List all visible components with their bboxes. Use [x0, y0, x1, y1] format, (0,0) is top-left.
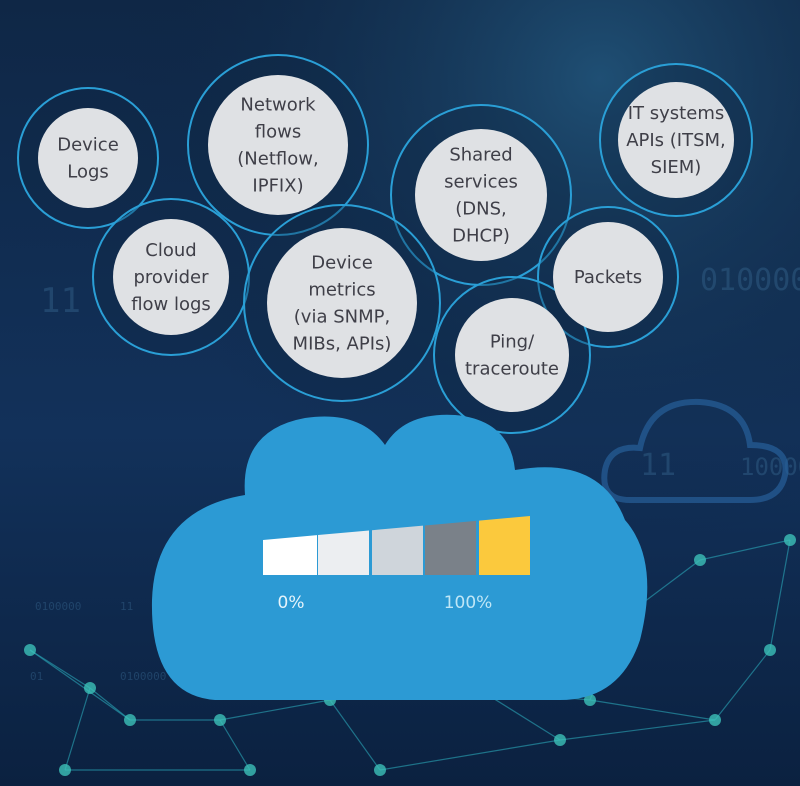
network-node	[709, 714, 721, 726]
network-link	[699, 539, 791, 561]
ping-traceroute-circle	[455, 298, 569, 412]
bubble-shared-services: Shared services (DNS, DHCP)	[415, 129, 547, 261]
device-logs-label-line: Logs	[67, 162, 109, 183]
scale-min-label: 0%	[278, 593, 305, 613]
binary-text: 0100000	[120, 670, 166, 683]
device-metrics-label-line: MIBs, APIs)	[293, 334, 392, 355]
device-metrics-label-line: (via SNMP,	[294, 307, 390, 328]
binary-text: 11	[120, 600, 133, 613]
network-node	[554, 734, 566, 746]
binary-text: 100000	[740, 453, 800, 481]
background-cloud-icon	[601, 398, 789, 503]
bubbles: DeviceLogsNetworkflows(Netflow,IPFIX)Sha…	[38, 75, 734, 412]
network-node	[24, 644, 36, 656]
network-link	[559, 719, 716, 741]
binary-background-text: 11 010000 0100000 11 100000 11 0100000 01	[30, 263, 800, 683]
packets-label-line: Packets	[574, 267, 642, 288]
cloud-provider-flow-logs-circle	[113, 219, 229, 335]
percentage-scale	[263, 516, 530, 575]
scale-segment	[263, 535, 317, 575]
bubble-device-metrics: Device metrics (via SNMP, MIBs, APIs)	[267, 228, 417, 378]
network-node	[584, 694, 596, 706]
binary-text: 0100000	[35, 600, 81, 613]
network-flows-label-line: IPFIX)	[252, 176, 303, 197]
device-metrics-label-line: metrics	[308, 280, 375, 301]
network-flows-circle	[208, 75, 348, 215]
network-flows-label-line: flows	[255, 122, 301, 143]
shared-services-circle	[415, 129, 547, 261]
cloud-provider-flow-logs-label-line: flow logs	[131, 294, 211, 315]
binary-text: 010000	[700, 263, 800, 298]
network-node	[124, 714, 136, 726]
bubble-ping-traceroute: Ping/traceroute	[455, 298, 569, 412]
network-link	[29, 649, 131, 721]
cloud-provider-flow-logs-label-line: provider	[134, 267, 210, 288]
shared-services-label-line: (DNS,	[455, 199, 507, 220]
network-link	[769, 539, 791, 651]
network-node	[374, 764, 386, 776]
it-systems-apis-label-line: SIEM)	[651, 157, 702, 178]
shared-services-label-line: DHCP)	[452, 226, 510, 247]
network-link	[329, 699, 381, 771]
binary-text: 01	[30, 670, 43, 683]
network-node	[694, 554, 706, 566]
network-link	[379, 739, 561, 771]
network-link	[589, 699, 716, 721]
network-node	[214, 714, 226, 726]
scale-segment	[425, 520, 476, 575]
network-link	[219, 719, 251, 771]
bubble-cloud-provider-flow-logs: Cloud provider flow logs	[113, 219, 229, 335]
scale-max-label: 100%	[444, 593, 493, 613]
device-logs-label-line: Device	[57, 135, 119, 156]
scale-segment	[372, 525, 423, 575]
cloud-provider-flow-logs-label-line: Cloud	[145, 240, 196, 261]
network-node	[84, 682, 96, 694]
binary-text: 11	[40, 281, 81, 321]
scale-segment	[479, 516, 530, 575]
network-node	[244, 764, 256, 776]
shared-services-label-line: Shared	[449, 145, 512, 166]
network-link	[714, 649, 771, 721]
ping-traceroute-label-line: traceroute	[465, 359, 559, 380]
network-node	[784, 534, 796, 546]
it-systems-apis-label-line: APIs (ITSM,	[626, 130, 726, 151]
network-link	[64, 687, 91, 771]
network-node	[764, 644, 776, 656]
network-flows-label-line: (Netflow,	[237, 149, 318, 170]
shared-services-label-line: services	[444, 172, 518, 193]
device-logs-circle	[38, 108, 138, 208]
device-metrics-label-line: Device	[311, 253, 373, 274]
device-metrics-circle	[267, 228, 417, 378]
it-systems-apis-label-line: IT systems	[628, 103, 724, 124]
scale-segment	[318, 530, 369, 575]
network-flows-label-line: Network	[240, 95, 316, 116]
network-link	[219, 699, 331, 721]
ping-traceroute-label-line: Ping/	[490, 332, 535, 353]
binary-text: 11	[640, 448, 676, 483]
it-systems-apis-circle	[618, 82, 734, 198]
packets-circle	[553, 222, 663, 332]
bubble-network-flows: Network flows (Netflow, IPFIX)	[208, 75, 348, 215]
bubble-packets: Packets	[553, 222, 663, 332]
network-node	[59, 764, 71, 776]
